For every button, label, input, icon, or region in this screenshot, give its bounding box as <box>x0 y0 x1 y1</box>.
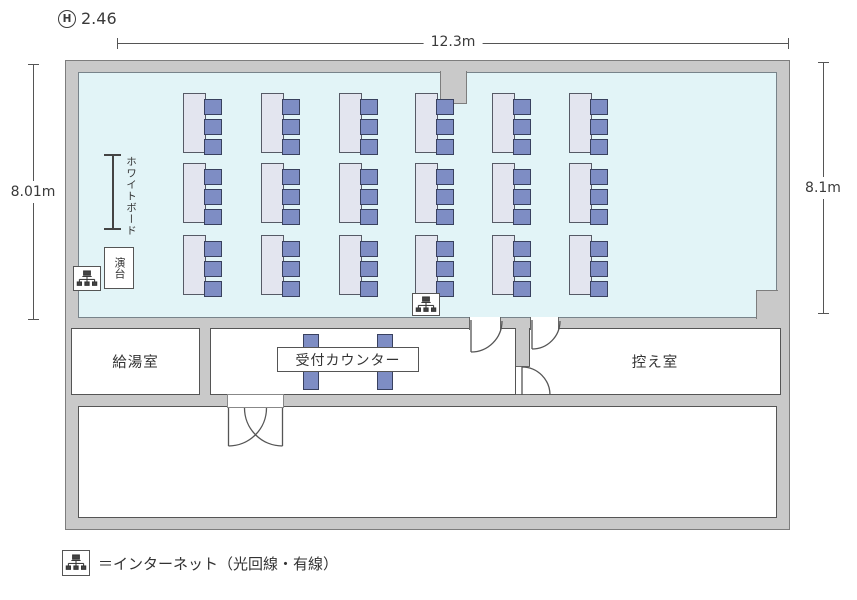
whiteboard-icon <box>112 155 114 230</box>
network-icon <box>65 554 87 570</box>
kitchenette-label: 給湯室 <box>112 355 159 371</box>
dimension-height-right: 8.1m <box>803 62 843 314</box>
room-kitchenette: 給湯室 <box>71 328 200 395</box>
door-opening <box>227 394 284 408</box>
dimension-tick <box>818 62 829 63</box>
whiteboard-label: ホワイトボード <box>125 156 137 237</box>
room-anteroom: 控え室 <box>529 328 781 395</box>
podium-label: 演台 <box>113 257 126 279</box>
dimension-tick <box>818 313 829 314</box>
wall-pillar <box>440 71 467 104</box>
anteroom-label: 控え室 <box>631 355 679 371</box>
room-entrance-hall <box>78 406 777 518</box>
legend-text: ＝インターネット（光回線・有線） <box>98 554 339 573</box>
dimension-height-left: 8.01m <box>8 64 58 320</box>
dimension-tick <box>28 319 39 320</box>
dimension-height-right-label: 8.1m <box>803 177 843 199</box>
network-icon <box>415 295 437 312</box>
whiteboard-end-cap <box>104 228 121 230</box>
ceiling-height-note: H 2.46 <box>58 9 117 28</box>
wall-notch <box>756 290 778 319</box>
door-opening <box>469 317 501 330</box>
network-icon <box>76 269 98 286</box>
dimension-width: 12.3m <box>117 34 789 50</box>
door-icon <box>470 320 503 353</box>
door-opening <box>530 317 559 330</box>
podium: 演台 <box>104 247 134 289</box>
dimension-tick <box>28 64 39 65</box>
legend-icon-box <box>62 550 90 576</box>
dimension-height-left-label: 8.01m <box>8 181 58 203</box>
double-door-icon <box>227 407 284 447</box>
dimension-tick <box>788 38 789 49</box>
circled-h-icon: H <box>58 9 76 28</box>
ceiling-height-value: 2.46 <box>81 9 117 28</box>
seminar-room <box>78 72 777 318</box>
legend: ＝インターネット（光回線・有線） <box>62 550 338 576</box>
door-icon <box>521 366 551 396</box>
dimension-tick <box>117 38 118 49</box>
door-icon <box>531 320 561 350</box>
whiteboard-end-cap <box>104 154 121 156</box>
reception-counter-label: 受付カウンター <box>277 347 419 372</box>
internet-port <box>73 266 101 291</box>
internet-port <box>412 293 440 316</box>
dimension-width-label: 12.3m <box>423 34 483 50</box>
